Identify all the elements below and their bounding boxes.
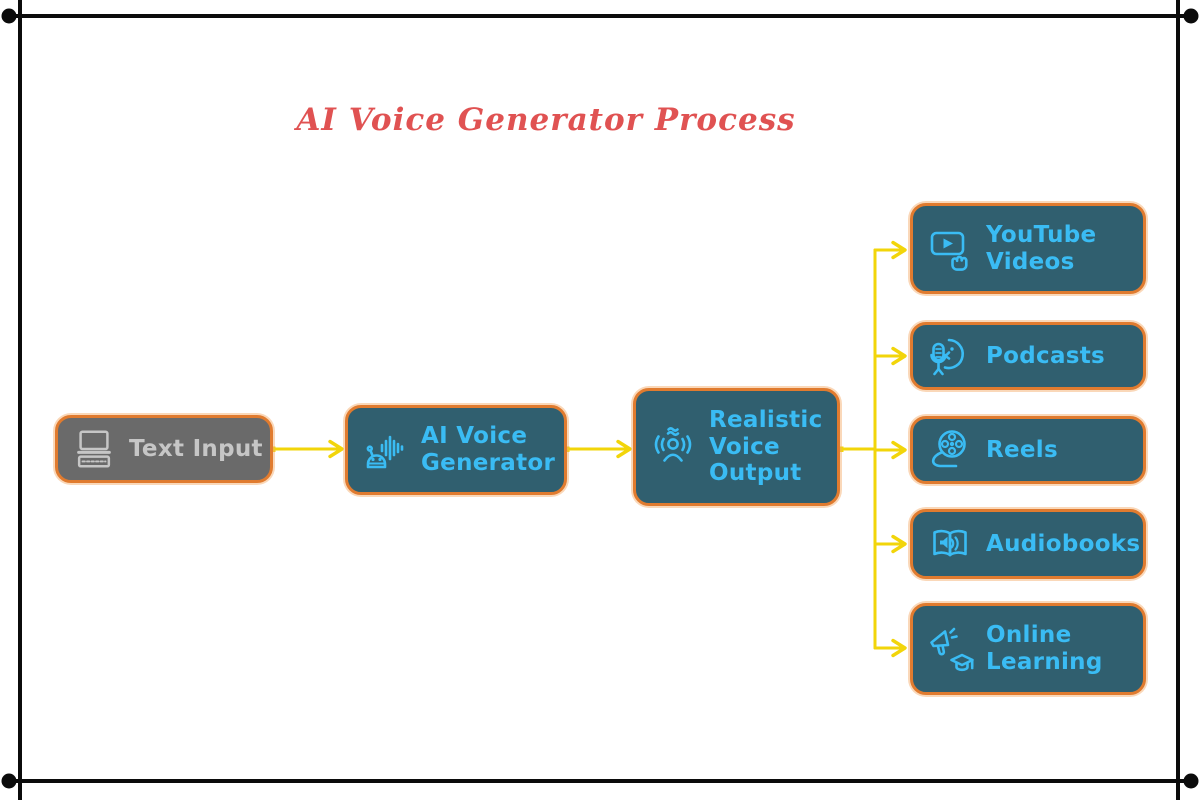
open-book-speaker-icon xyxy=(926,520,974,568)
node-podcasts: Podcasts xyxy=(910,322,1146,390)
film-reel-icon xyxy=(926,426,974,474)
video-play-hand-icon xyxy=(926,225,974,273)
node-label: Audiobooks xyxy=(986,530,1141,557)
frame-corner-dots xyxy=(1,8,1199,789)
microphone-profile-icon xyxy=(926,332,974,380)
node-label: Text Input xyxy=(129,435,263,462)
node-online-learning: Online Learning xyxy=(910,603,1146,695)
node-label: Online Learning xyxy=(986,622,1103,675)
node-label: YouTube Videos xyxy=(986,221,1097,275)
megaphone-graduation-cap-icon xyxy=(926,625,974,673)
node-youtube-videos: YouTube Videos xyxy=(910,203,1146,294)
node-label: Podcasts xyxy=(986,342,1106,369)
diagram-title: AI Voice Generator Process xyxy=(296,102,796,138)
flow-arrows xyxy=(271,240,907,658)
robot-voice-waveform-icon xyxy=(361,426,409,474)
node-reels: Reels xyxy=(910,416,1146,484)
node-label: AI Voice Generator xyxy=(421,423,556,476)
speaking-person-soundwaves-icon xyxy=(649,423,697,471)
node-label: Reels xyxy=(986,436,1058,463)
frame-lines xyxy=(8,0,1192,800)
node-text-input: Text Input xyxy=(55,415,273,483)
node-audiobooks: Audiobooks xyxy=(910,509,1146,579)
node-realistic-voice-output: Realistic Voice Output xyxy=(633,388,840,506)
laptop-icon xyxy=(71,426,117,472)
node-ai-voice-generator: AI Voice Generator xyxy=(345,405,567,495)
node-label: Realistic Voice Output xyxy=(709,406,823,487)
